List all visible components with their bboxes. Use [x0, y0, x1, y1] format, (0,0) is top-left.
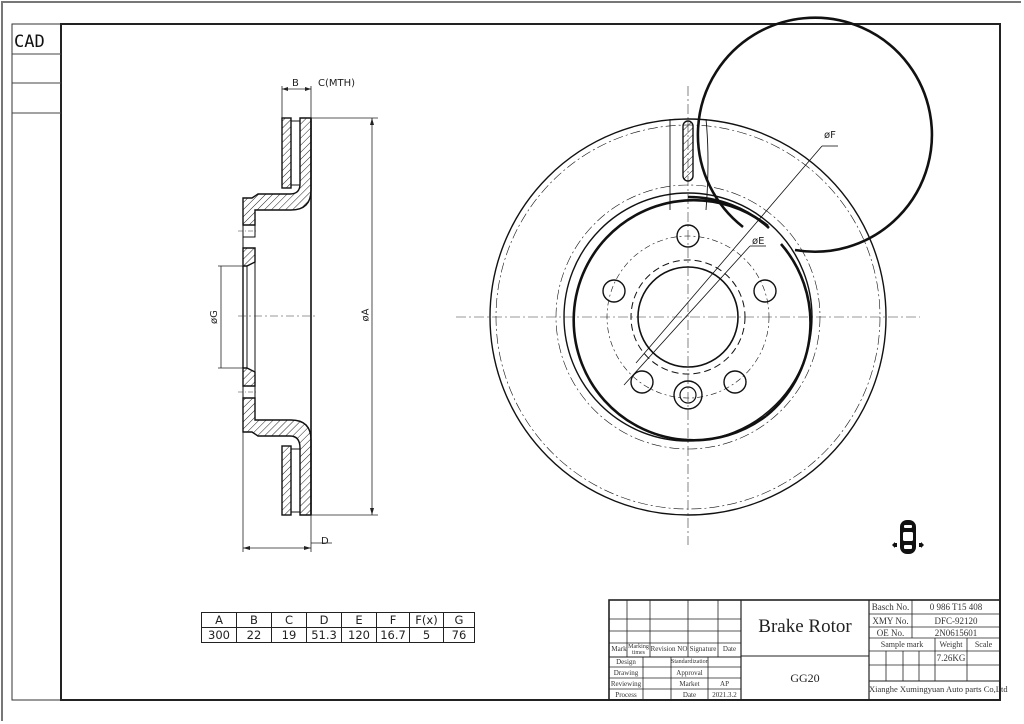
weight-value: 7.26KG: [936, 653, 966, 663]
approval-process: Process: [615, 691, 637, 699]
approval-date: Date: [682, 691, 697, 699]
rev-header-date: Date: [722, 645, 737, 653]
dimension-label-b: B: [292, 78, 299, 89]
oe-no-value: 2N0615601: [934, 628, 978, 638]
dimension-table-value-row: 300 22 19 51.3 120 16.7 5 76: [201, 627, 475, 643]
value-cell: 76: [443, 627, 475, 643]
value-cell: 51.3: [306, 627, 342, 643]
bosch-no-value: 0 986 T15 408: [929, 602, 983, 612]
rev-header-marking-times: Marking times: [628, 644, 649, 656]
header-cell: F(x): [409, 612, 444, 628]
dimension-table: A B C D E F F(x) G 300 22 19 51.3 120 16…: [201, 612, 475, 643]
drawing-frame: [11, 23, 1001, 701]
approval-market-value: AP: [720, 680, 729, 688]
header-cell: F: [376, 612, 410, 628]
part-name: Brake Rotor: [758, 616, 852, 637]
approval-market: Market: [679, 680, 700, 688]
approval-reviewing: Reviewing: [610, 680, 642, 688]
header-cell: A: [201, 612, 237, 628]
approval-approval: Approval: [676, 669, 703, 677]
value-cell: 5: [409, 627, 444, 643]
dimension-label-g: øG: [208, 310, 220, 324]
header-cell: C: [271, 612, 307, 628]
dimension-table-header-row: A B C D E F F(x) G: [201, 612, 475, 628]
hat-outline: [572, 195, 812, 442]
car-rear-axle-icon: [892, 520, 924, 554]
value-cell: 22: [236, 627, 272, 643]
rev-header-revision-no: Revision NO: [650, 645, 688, 653]
header-cell: B: [236, 612, 272, 628]
title-block-grid: [608, 599, 1001, 701]
rev-header-signature: Signature: [689, 645, 717, 653]
dimension-label-d: D: [321, 536, 329, 547]
oe-no-label: OE No.: [876, 628, 905, 638]
xmy-no-label: XMY No.: [872, 616, 909, 626]
approval-drawing: Drawing: [613, 669, 639, 677]
weight-label: Weight: [939, 640, 963, 649]
dimension-label-f: øF: [824, 130, 836, 141]
side-section-view: [218, 86, 378, 552]
dimension-label-c: C(MTH): [318, 78, 356, 89]
rev-header-mark: Mark: [611, 645, 627, 653]
material-grade: GG20: [790, 671, 820, 685]
value-cell: 19: [271, 627, 307, 643]
cad-corner-label: CAD: [14, 32, 45, 52]
header-cell: E: [341, 612, 377, 628]
approval-standardization: Standardization: [671, 659, 709, 665]
sample-mark-label: Sample mark: [880, 640, 924, 649]
scale-label: Scale: [974, 640, 993, 649]
value-cell: 16.7: [376, 627, 410, 643]
header-cell: D: [306, 612, 342, 628]
company-name: Xianghe Xumingyuan Auto parts Co,Ltd: [869, 684, 1008, 694]
dimension-label-a: øA: [360, 308, 372, 322]
header-cell: G: [443, 612, 475, 628]
front-view: [456, 16, 934, 545]
value-cell: 120: [341, 627, 377, 643]
xmy-no-value: DFC-92120: [934, 616, 978, 626]
approval-date-value: 2021.3.2: [712, 691, 737, 699]
value-cell: 300: [201, 627, 237, 643]
dimension-label-e: øE: [752, 236, 765, 247]
bosch-no-label: Basch No.: [871, 602, 910, 612]
approval-design: Design: [616, 658, 636, 666]
